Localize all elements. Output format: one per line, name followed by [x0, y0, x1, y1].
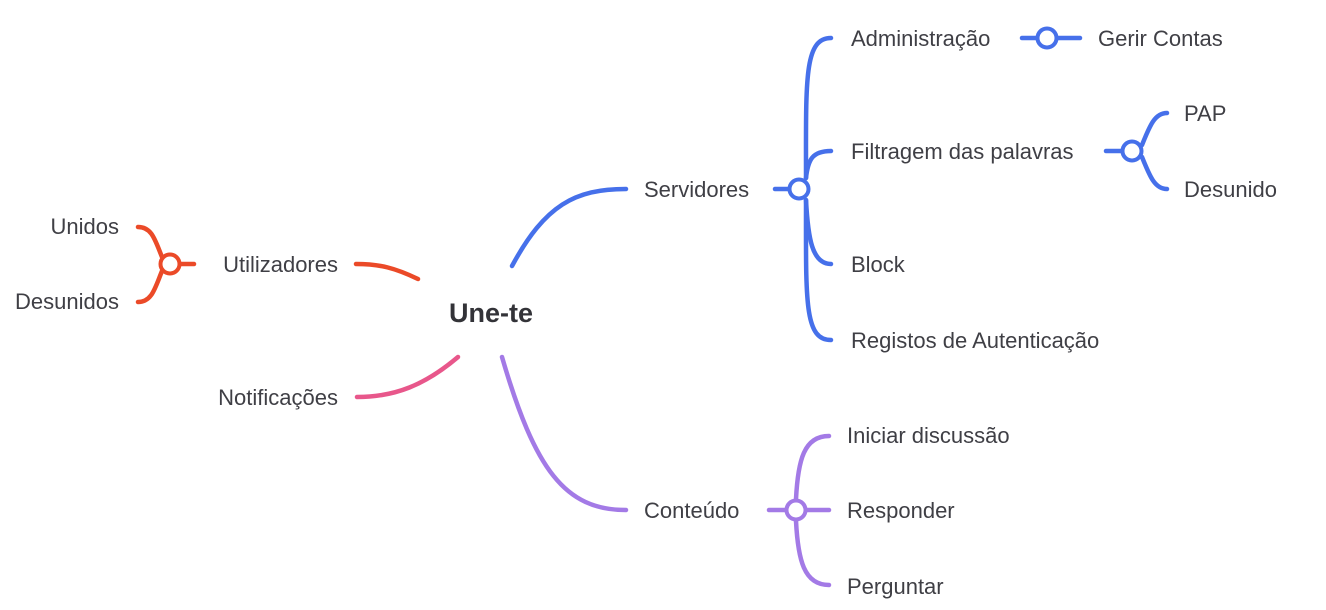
administracao-hub[interactable] [1035, 26, 1059, 50]
node-administracao[interactable]: Administração [851, 26, 990, 51]
edge-utilizadores-desunidos [135, 268, 165, 305]
node-iniciar-discussao[interactable]: Iniciar discussão [847, 423, 1010, 448]
edge-servidores-administracao [803, 35, 834, 181]
edge-root-notificacoes [354, 354, 461, 400]
edge-filtragem-pap [1139, 110, 1170, 148]
edge-root-utilizadores [353, 261, 421, 282]
node-registos[interactable]: Registos de Autenticação [851, 328, 1099, 353]
edge-conteudo-iniciar [793, 433, 832, 502]
edge-servidores-registos [803, 197, 834, 343]
node-utilizadores[interactable]: Utilizadores [223, 252, 338, 277]
node-unidos[interactable]: Unidos [51, 214, 119, 239]
node-servidores[interactable]: Servidores [644, 177, 749, 202]
edge-servidores-block [803, 197, 834, 267]
edge-root-conteudo [499, 354, 629, 513]
node-conteudo[interactable]: Conteúdo [644, 498, 739, 523]
node-gerir-contas[interactable]: Gerir Contas [1098, 26, 1223, 51]
utilizadores-hub[interactable] [158, 252, 182, 276]
node-perguntar[interactable]: Perguntar [847, 574, 944, 599]
servidores-hub[interactable] [787, 177, 811, 201]
edge-filtragem-desunido [1139, 154, 1170, 192]
conteudo-hub[interactable] [784, 498, 808, 522]
edges [135, 35, 1170, 588]
root-node[interactable]: Une-te [449, 298, 533, 328]
edge-root-servidores [509, 186, 629, 269]
node-block[interactable]: Block [851, 252, 906, 277]
node-notificacoes[interactable]: Notificações [218, 385, 338, 410]
node-desunidos[interactable]: Desunidos [15, 289, 119, 314]
node-responder[interactable]: Responder [847, 498, 955, 523]
node-filtragem[interactable]: Filtragem das palavras [851, 139, 1074, 164]
labels: Une-te Servidores Administração Gerir Co… [15, 26, 1277, 599]
edge-utilizadores-unidos [135, 224, 165, 260]
node-pap[interactable]: PAP [1184, 101, 1226, 126]
hubs [158, 26, 1144, 522]
edge-servidores-filtragem [803, 148, 834, 181]
edge-conteudo-perguntar [793, 518, 832, 588]
node-desunido[interactable]: Desunido [1184, 177, 1277, 202]
filtragem-hub[interactable] [1120, 139, 1144, 163]
